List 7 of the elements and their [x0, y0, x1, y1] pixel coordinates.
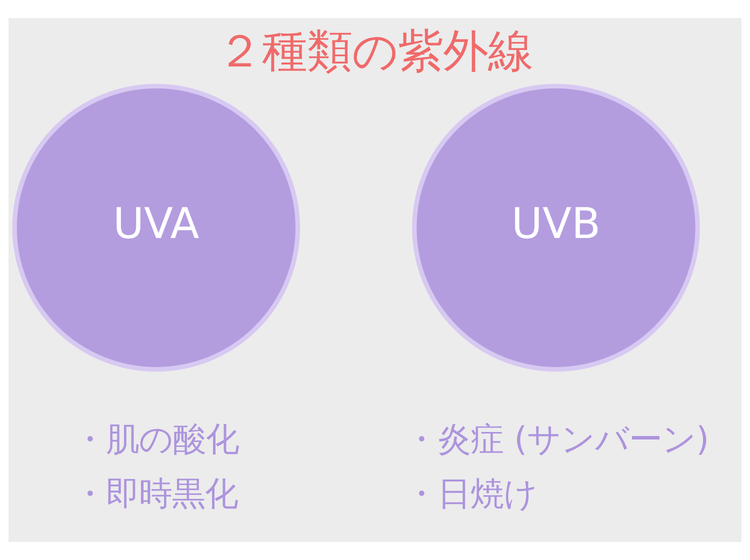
node-label: ・即時黒化 — [72, 474, 238, 514]
node-circle: UVA — [12, 84, 300, 372]
node-label: ・肌の酸化 — [72, 420, 239, 459]
diagram-title: ２種類の紫外線 — [217, 24, 533, 78]
node-label: ・炎症 (サンバーン) — [404, 420, 710, 459]
node-circle: UVB — [412, 84, 700, 372]
node-label: ・日焼け — [404, 474, 538, 514]
